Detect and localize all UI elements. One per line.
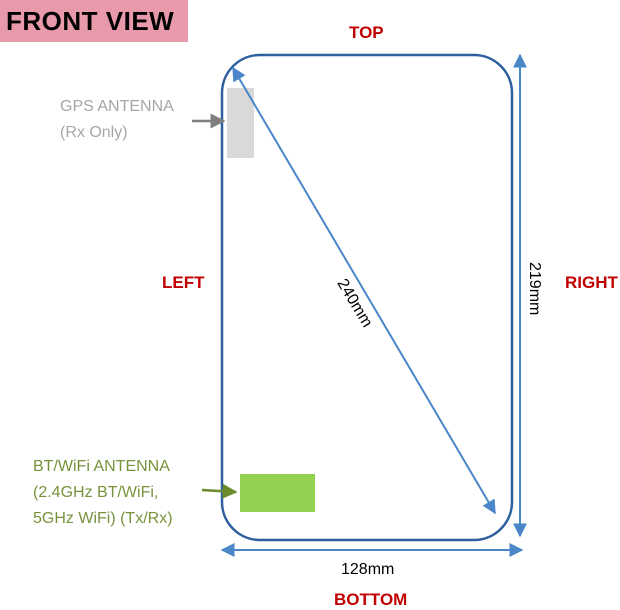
gps-antenna-title: GPS ANTENNA xyxy=(60,98,174,115)
width-dimension-label: 128mm xyxy=(341,561,395,578)
bt-wifi-antenna-block xyxy=(240,474,315,512)
height-dimension-label: 219mm xyxy=(526,262,543,316)
diagonal-dimension-arrow xyxy=(232,66,496,515)
bt-wifi-antenna-bands: (2.4GHz BT/WiFi, xyxy=(33,484,159,501)
bt-wifi-antenna-mode: 5GHz WiFi) (Tx/Rx) xyxy=(33,510,173,527)
label-left: LEFT xyxy=(162,273,205,292)
gps-antenna-note: (Rx Only) xyxy=(60,124,128,141)
page-title: FRONT VIEW xyxy=(6,5,175,36)
bt-wifi-pointer-arrow xyxy=(201,483,238,499)
gps-antenna-label: GPS ANTENNA (Rx Only) xyxy=(60,94,174,146)
bt-wifi-antenna-label: BT/WiFi ANTENNA (2.4GHz BT/WiFi, 5GHz Wi… xyxy=(33,454,173,532)
label-right: RIGHT xyxy=(565,273,618,292)
device-outline xyxy=(220,53,514,542)
label-top: TOP xyxy=(349,23,384,42)
label-bottom: BOTTOM xyxy=(334,590,408,609)
title-banner: FRONT VIEW xyxy=(0,0,188,42)
bt-wifi-antenna-title: BT/WiFi ANTENNA xyxy=(33,458,170,475)
